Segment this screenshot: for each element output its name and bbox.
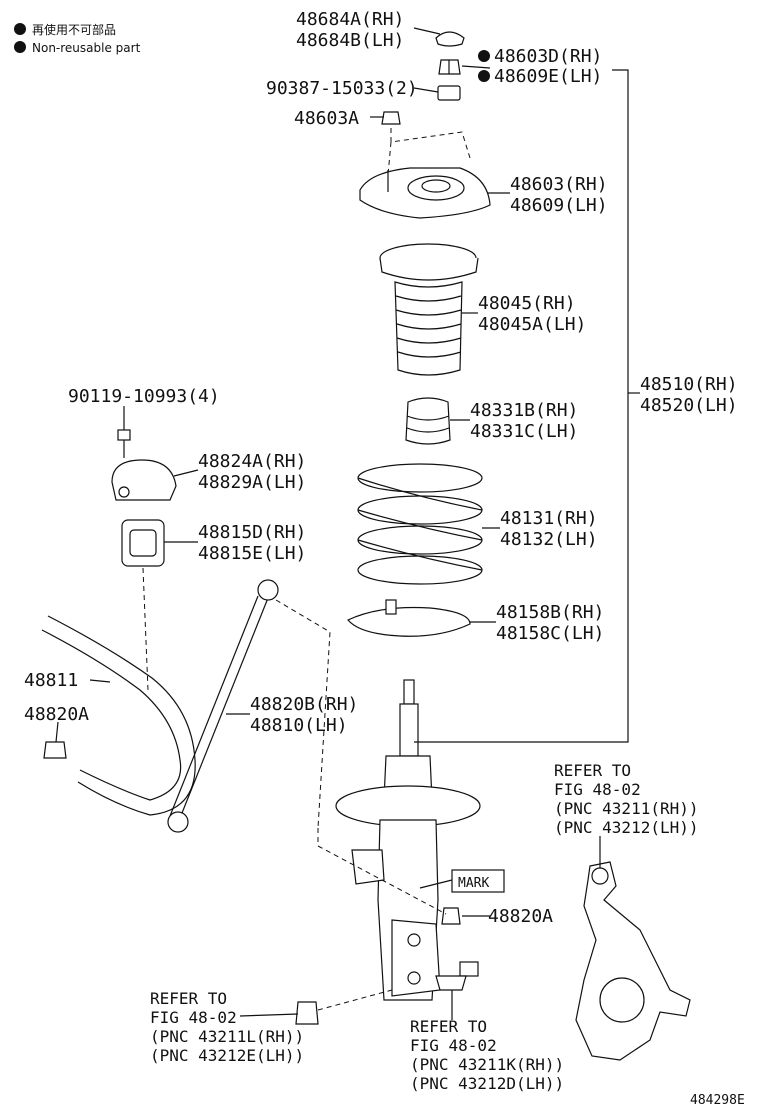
label-48158c: 48158C(LH) [496, 623, 604, 644]
part-bump-stopper [405, 397, 451, 445]
label-48045a: 48045A(LH) [478, 314, 586, 335]
label-48810: 48810(LH) [250, 715, 348, 736]
label-48684a: 48684A(RH) [296, 9, 404, 30]
ref-bolt-bottom-line1: REFER TO [410, 1017, 487, 1036]
ref-bolt-bottom-line3: (PNC 43211K(RH)) [410, 1055, 564, 1074]
part-stabilizer-link [167, 579, 279, 833]
non-reusable-bullet-icon [478, 70, 490, 82]
part-strut-bolt [435, 961, 479, 1004]
part-strut-nut [295, 1001, 319, 1025]
label-48815d: 48815D(RH) [198, 522, 306, 543]
leader-lines [55, 27, 640, 1020]
label-48520: 48520(LH) [640, 395, 738, 416]
ref-bolt-bottom-line4: (PNC 43212D(LH)) [410, 1074, 564, 1093]
part-dust-boot [379, 243, 479, 376]
ref-knuckle-line4: (PNC 43212(LH)) [554, 818, 699, 837]
label-48603d: 48603D(RH) [494, 46, 602, 67]
label-48684b: 48684B(LH) [296, 30, 404, 51]
legend-text-jp: 再使用不可部品 [32, 22, 116, 37]
label-48603: 48603(RH) [510, 174, 608, 195]
part-coil-spring [357, 463, 483, 585]
ref-bolt-left-line3: (PNC 43211L(RH)) [150, 1027, 304, 1046]
non-reusable-bullet-icon [14, 41, 26, 53]
part-link-nut-right [441, 907, 461, 925]
label-48510: 48510(RH) [640, 374, 738, 395]
callout-labels: 48684A(RH) 48684B(LH) 48603D(RH) 48609E(… [24, 9, 745, 1108]
label-48609e: 48609E(LH) [494, 66, 602, 87]
ref-knuckle-line3: (PNC 43211(RH)) [554, 799, 699, 818]
part-mount-nut [381, 111, 401, 125]
legend: 再使用不可部品 Non-reusable part [14, 22, 141, 55]
part-strut-mount [359, 167, 491, 219]
diagram-id: 484298E [690, 1093, 745, 1108]
part-stabilizer-bushing [121, 519, 165, 567]
label-48045: 48045(RH) [478, 293, 576, 314]
ref-knuckle-line1: REFER TO [554, 761, 631, 780]
ref-bolt-bottom-line2: FIG 48-02 [410, 1036, 497, 1055]
mark-indicator: MARK [419, 869, 505, 893]
label-48331c: 48331C(LH) [470, 421, 578, 442]
non-reusable-bullet-icon [14, 23, 26, 35]
legend-text-en: Non-reusable part [32, 41, 141, 55]
part-shock-absorber [335, 679, 481, 1001]
ref-bolt-left-line2: FIG 48-02 [150, 1008, 237, 1027]
part-spring-insulator [347, 599, 471, 637]
label-48815e: 48815E(LH) [198, 543, 306, 564]
label-48132: 48132(LH) [500, 529, 598, 550]
label-48820a-left: 48820A [24, 704, 89, 725]
non-reusable-bullet-icon [478, 50, 490, 62]
part-lock-nut [438, 59, 461, 75]
ref-bolt-left-line1: REFER TO [150, 989, 227, 1008]
label-48158b: 48158B(RH) [496, 602, 604, 623]
label-90387: 90387-15033(2) [266, 78, 418, 99]
part-stabilizer-bracket [111, 459, 177, 501]
label-48824a: 48824A(RH) [198, 451, 306, 472]
label-48131: 48131(RH) [500, 508, 598, 529]
part-collar [437, 85, 461, 101]
part-dust-cap [435, 31, 465, 47]
label-48820a-right: 48820A [488, 906, 553, 927]
mark-label: MARK [458, 876, 489, 891]
part-steering-knuckle [575, 861, 691, 1061]
label-48609: 48609(LH) [510, 195, 608, 216]
part-link-nut-left [43, 741, 67, 759]
label-48820b: 48820B(RH) [250, 694, 358, 715]
ref-knuckle-line2: FIG 48-02 [554, 780, 641, 799]
part-bracket-bolt [117, 429, 131, 458]
label-48829a: 48829A(LH) [198, 472, 306, 493]
ref-bolt-left-line4: (PNC 43212E(LH)) [150, 1046, 304, 1065]
label-48331b: 48331B(RH) [470, 400, 578, 421]
label-48603a: 48603A [294, 108, 359, 129]
label-90119: 90119-10993(4) [68, 386, 220, 407]
label-48811: 48811 [24, 670, 78, 691]
